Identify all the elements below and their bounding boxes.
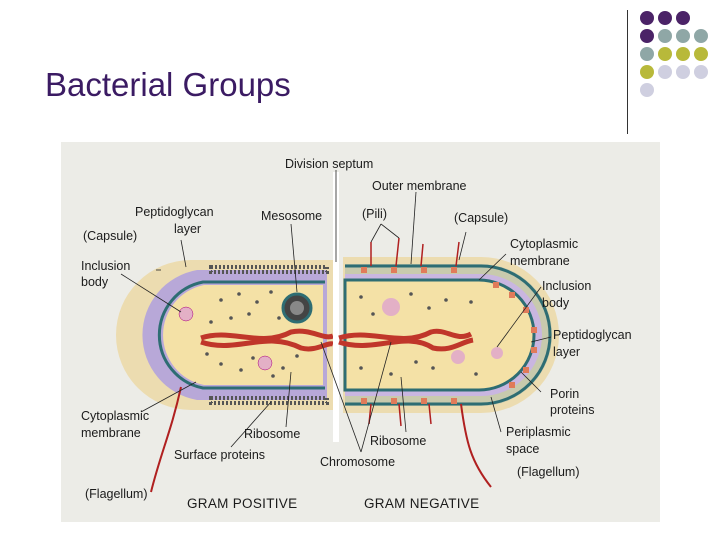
label-porin-2: proteins	[550, 403, 594, 417]
decorative-dot	[640, 11, 654, 25]
decorative-dot	[676, 29, 690, 43]
inclusion-body-right-2	[451, 350, 465, 364]
label-porin-1: Porin	[550, 387, 579, 401]
label-outer-membrane: Outer membrane	[372, 179, 467, 193]
inclusion-body-left-2	[257, 355, 273, 371]
decorative-dot-grid	[640, 11, 708, 97]
label-peptidoglycan-right-1: Peptidoglycan	[553, 328, 632, 342]
decorative-dot	[676, 65, 690, 79]
ribosomes-left	[205, 290, 299, 378]
label-ribosome-right: Ribosome	[370, 434, 426, 448]
decorative-dot	[694, 29, 708, 43]
inclusion-body-right-3	[491, 347, 503, 359]
decorative-dot	[640, 83, 654, 97]
flagellum-right	[460, 403, 492, 488]
bacterial-cell-diagram: Division septum Outer membrane Peptidogl…	[61, 142, 660, 522]
cell-illustration: Division septum Outer membrane Peptidogl…	[81, 157, 632, 511]
chromosome-right	[338, 328, 474, 352]
decorative-dot	[658, 29, 672, 43]
gram-negative-cell	[338, 237, 559, 488]
label-inclusion-right-2: body	[542, 296, 570, 310]
surface-proteins-top	[209, 265, 329, 274]
ribosomes-right	[359, 292, 478, 376]
label-chromosome: Chromosome	[320, 455, 395, 469]
label-periplasmic-1: Periplasmic	[506, 425, 571, 439]
label-periplasmic-2: space	[506, 442, 539, 456]
label-ribosome-left: Ribosome	[244, 427, 300, 441]
surface-proteins-bottom	[209, 396, 329, 405]
flagellum-left	[150, 386, 182, 493]
label-inclusion-right-1: Inclusion	[542, 279, 591, 293]
label-mesosome: Mesosome	[261, 209, 322, 223]
label-cytoplasmic-left-2: membrane	[81, 426, 141, 440]
decorative-dot	[676, 47, 690, 61]
outer-membrane	[345, 264, 552, 406]
label-gram-positive: GRAM POSITIVE	[187, 496, 297, 511]
porin-proteins	[361, 267, 537, 404]
label-surface-proteins: Surface proteins	[174, 448, 265, 462]
slide-title: Bacterial Groups	[45, 66, 291, 103]
decorative-dot	[640, 29, 654, 43]
label-flagellum-right: (Flagellum)	[517, 465, 580, 479]
label-cytoplasmic-left-1: Cytoplasmic	[81, 409, 149, 423]
chromosome-left	[200, 328, 334, 352]
label-cytoplasmic-right-2: membrane	[510, 254, 570, 268]
decorative-dot	[640, 65, 654, 79]
inclusion-body-left-1	[178, 306, 194, 322]
decorative-dot	[694, 47, 708, 61]
mesosome-core	[290, 301, 304, 315]
label-inclusion-left-2: body	[81, 275, 109, 289]
label-pili: (Pili)	[362, 207, 387, 221]
decorative-dot	[676, 11, 690, 25]
label-inclusion-left-1: Inclusion	[81, 259, 130, 273]
decorative-dot	[640, 47, 654, 61]
label-flagellum-left: (Flagellum)	[85, 487, 148, 501]
label-division-septum: Division septum	[285, 157, 373, 171]
title-divider-line	[627, 10, 628, 134]
gram-positive-cell	[116, 260, 334, 493]
decorative-dot	[694, 65, 708, 79]
label-peptidoglycan-left-1: Peptidoglycan	[135, 205, 214, 219]
label-capsule-left: (Capsule)	[83, 229, 137, 243]
label-leader-lines	[120, 170, 552, 453]
label-cytoplasmic-right-1: Cytoplasmic	[510, 237, 578, 251]
decorative-dot	[658, 65, 672, 79]
decorative-dot	[658, 47, 672, 61]
decorative-dot	[658, 11, 672, 25]
cytoplasmic-membrane-left	[157, 280, 325, 390]
label-gram-negative: GRAM NEGATIVE	[364, 496, 479, 511]
label-capsule-right: (Capsule)	[454, 211, 508, 225]
label-peptidoglycan-left-2: layer	[174, 222, 201, 236]
label-peptidoglycan-right-2: layer	[553, 345, 580, 359]
inclusion-body-right-1	[382, 298, 400, 316]
